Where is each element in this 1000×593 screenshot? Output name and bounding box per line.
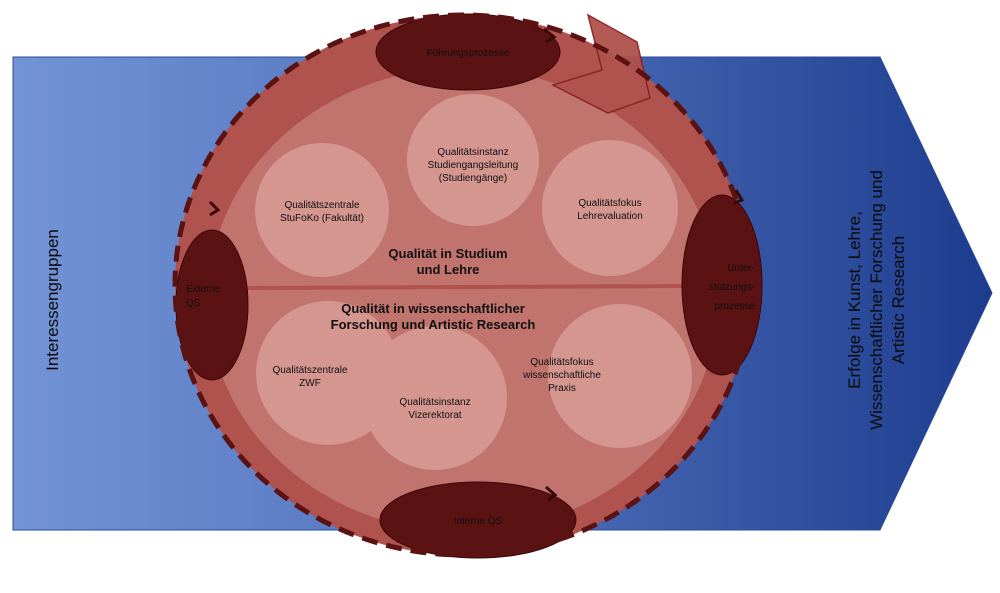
section-title-research: Forschung und Artistic Research — [331, 317, 536, 332]
process-left-label: QS — [186, 298, 201, 309]
circle-text: Praxis — [548, 383, 576, 394]
process-top — [375, 13, 561, 91]
right-label: Erfolge in Kunst, Lehre, Wissenschaftlic… — [845, 170, 908, 430]
direction-arrow — [551, 13, 651, 114]
circle-text: Qualitätsinstanz — [437, 147, 508, 158]
circle-text: (Studiengänge) — [439, 173, 507, 184]
chevron-icon — [208, 200, 221, 217]
process-right-label: Unter- — [727, 263, 755, 274]
circle-text: StuFoKo (Fakultät) — [280, 213, 364, 224]
circle-teaching-center — [407, 94, 539, 226]
chevron-icon — [543, 27, 557, 44]
process-left-label: Externe — [186, 284, 221, 295]
circle-text: Lehrevaluation — [577, 211, 643, 222]
dashed-boundary — [172, 12, 754, 558]
process-right-label: stützungs- — [709, 282, 755, 293]
section-title-teaching: Qualität in Studium — [388, 246, 507, 261]
circle-research-center — [363, 326, 507, 470]
circle-text: Qualitätsfokus — [530, 357, 593, 368]
process-top-label: Führungsprozesse — [427, 48, 510, 59]
chevron-icon — [733, 189, 745, 205]
circle-text: Qualitätsinstanz — [399, 397, 470, 408]
right-label-line: Wissenschaftlicher Forschung und — [867, 170, 886, 430]
process-right-label: prozesse — [714, 301, 755, 312]
section-title-teaching: und Lehre — [417, 262, 480, 277]
left-label: Interessengruppen — [43, 229, 62, 371]
circle-text: Vizerektorat — [408, 410, 461, 421]
right-label-line: Erfolge in Kunst, Lehre, — [845, 211, 864, 389]
process-bottom — [379, 481, 577, 559]
circle-teaching-left — [255, 143, 389, 277]
section-title-research: Qualität in wissenschaftlicher — [341, 301, 525, 316]
section-divider — [244, 284, 691, 290]
circle-text: Studiengangsleitung — [428, 160, 519, 171]
process-right — [681, 194, 763, 376]
circle-teaching-right — [542, 140, 678, 276]
right-label-line: Artistic Research — [889, 236, 908, 364]
circle-text: Qualitätszentrale — [284, 200, 359, 211]
chevron-icon — [545, 485, 558, 502]
circle-text: Qualitätsfokus — [578, 198, 641, 209]
circle-text: Qualitätszentrale — [272, 365, 347, 376]
circle-text: ZWF — [299, 378, 321, 389]
circle-research-right — [548, 304, 692, 448]
circle-text: wissenschaftliche — [522, 370, 601, 381]
process-bottom-label: Interne QS — [454, 516, 503, 527]
